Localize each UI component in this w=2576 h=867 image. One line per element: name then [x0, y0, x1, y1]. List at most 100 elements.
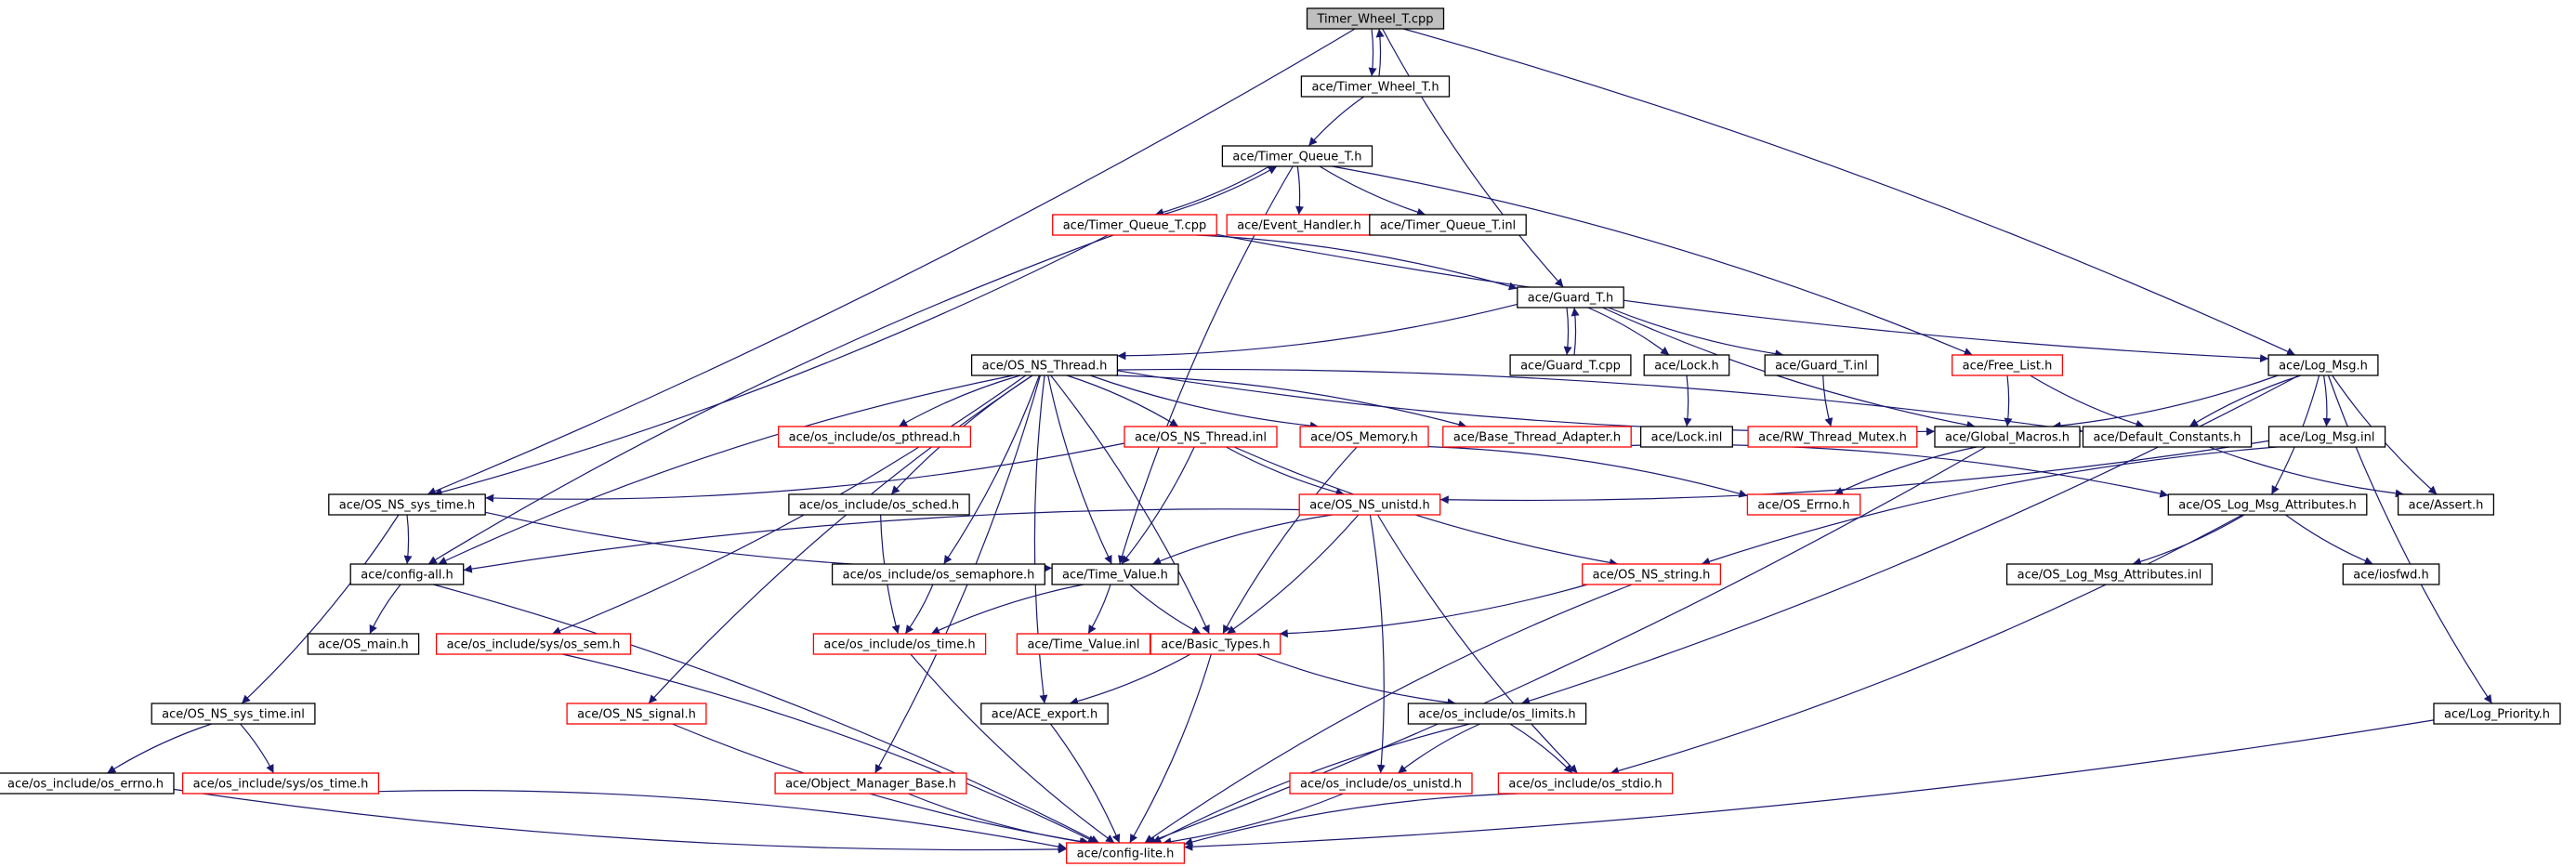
node-box — [1369, 214, 1527, 236]
edge-log_msg_h-to-global_macros_h — [2052, 374, 2279, 430]
node-basic-types-h[interactable]: ace/Basic_Types.h — [1150, 633, 1281, 655]
node-config-lite-h[interactable]: ace/config-lite.h — [1066, 842, 1186, 864]
node-os-sched-h[interactable]: ace/os_include/os_sched.h — [788, 493, 970, 516]
node-os-sys-time-h[interactable]: ace/os_include/sys/os_time.h — [181, 772, 380, 795]
node-box — [566, 703, 707, 725]
node-os-ns-string-h[interactable]: ace/OS_NS_string.h — [1582, 563, 1722, 585]
node-time-value-h[interactable]: ace/Time_Value.h — [1051, 563, 1179, 585]
node-label: ace/Log_Msg.h — [2279, 360, 2368, 374]
edge-os_ns_sys_time_inl-to-os_sys_time_h — [240, 723, 275, 774]
edge-os_sys_sem_h-to-config_lite_h — [561, 653, 1097, 844]
edge-os_memory_h-to-os_errno_h — [1427, 446, 1748, 498]
node-box — [435, 633, 632, 655]
edge-log_msg_h-to-log_priority_h — [2327, 374, 2493, 704]
node-log-msg-h[interactable]: ace/Log_Msg.h — [2267, 354, 2379, 376]
node-object-manager-base-h[interactable]: ace/Object_Manager_Base.h — [774, 772, 967, 795]
node-base-thread-adapter-h[interactable]: ace/Base_Thread_Adapter.h — [1442, 426, 1632, 448]
node-box — [0, 772, 175, 795]
node-os-semaphore-h[interactable]: ace/os_include/os_semaphore.h — [831, 563, 1045, 585]
node-os-ns-unistd-h[interactable]: ace/OS_NS_unistd.h — [1298, 493, 1441, 516]
edge-guard_h-to-guard_cpp — [1563, 307, 1572, 356]
edge-os_ns_thread_inl-to-time_value_h — [1121, 446, 1195, 565]
node-guard-cpp[interactable]: ace/Guard_T.cpp — [1509, 354, 1632, 376]
node-label: ace/OS_Log_Msg_Attributes.inl — [2017, 569, 2202, 583]
node-os-include-os-errno-h[interactable]: ace/os_include/os_errno.h — [0, 772, 175, 795]
node-os-main-h[interactable]: ace/OS_main.h — [307, 633, 420, 655]
node-os-log-msg-attributes-inl[interactable]: ace/OS_Log_Msg_Attributes.inl — [2005, 563, 2213, 585]
edge-os_log_msg_attributes_h-to-iosfwd_h — [2285, 514, 2373, 565]
node-rw-thread-mutex-h[interactable]: ace/RW_Thread_Mutex.h — [1747, 426, 1918, 448]
edge-timer_wheel_h-to-timer_wheel_cpp — [1375, 28, 1385, 77]
node-os-stdio-h[interactable]: ace/os_include/os_stdio.h — [1497, 772, 1674, 795]
node-config-all-h[interactable]: ace/config-all.h — [349, 563, 465, 585]
edge-os_ns_sys_time_h-to-time_value_h — [485, 511, 1053, 572]
edge-time_value_h-to-os_time_h — [930, 584, 1084, 635]
node-box — [1407, 703, 1587, 725]
node-os-errno-h[interactable]: ace/OS_Errno.h — [1746, 493, 1861, 516]
node-label: ace/Log_Msg.inl — [2279, 431, 2374, 445]
node-event-handler-h[interactable]: ace/Event_Handler.h — [1226, 214, 1373, 236]
node-global-macros-h[interactable]: ace/Global_Macros.h — [1934, 426, 2081, 448]
node-lock-h[interactable]: ace/Lock.h — [1643, 354, 1730, 376]
node-log-priority-h[interactable]: ace/Log_Priority.h — [2433, 703, 2561, 725]
node-guard-inl[interactable]: ace/Guard_T.inl — [1764, 354, 1879, 376]
node-box — [2082, 426, 2253, 448]
node-time-value-inl[interactable]: ace/Time_Value.inl — [1016, 633, 1151, 655]
edge-log_priority_h-to-config_lite_h — [1184, 719, 2435, 851]
node-iosfwd-h[interactable]: ace/iosfwd.h — [2342, 563, 2440, 585]
edge-timer_wheel_h-to-timer_queue_h — [1308, 96, 1365, 147]
node-os-ns-sys-time-inl[interactable]: ace/OS_NS_sys_time.inl — [151, 703, 316, 725]
node-timer-queue-inl[interactable]: ace/Timer_Queue_T.inl — [1369, 214, 1527, 236]
node-lock-inl[interactable]: ace/Lock.inl — [1639, 426, 1733, 448]
node-guard-h[interactable]: ace/Guard_T.h — [1517, 286, 1624, 309]
node-os-log-msg-attributes-h[interactable]: ace/OS_Log_Msg_Attributes.h — [2167, 493, 2368, 516]
node-box — [1517, 286, 1624, 309]
node-assert-h[interactable]: ace/Assert.h — [2397, 493, 2495, 516]
edge-object_manager_base_h-to-config_lite_h — [907, 793, 1088, 847]
node-label: ace/Global_Macros.h — [1945, 431, 2070, 445]
edge-time_value_h-to-time_value_inl — [1087, 584, 1111, 635]
node-label: ace/Object_Manager_Base.h — [785, 778, 956, 792]
edge-os_ns_thread_h-to-ace_export_h — [1033, 374, 1048, 704]
edge-timer_queue_cpp-to-log_msg_h — [1216, 233, 2269, 363]
node-timer-queue-h[interactable]: ace/Timer_Queue_T.h — [1221, 145, 1373, 167]
node-os-time-h[interactable]: ace/os_include/os_time.h — [812, 633, 987, 655]
node-os-ns-thread-inl[interactable]: ace/OS_NS_Thread.inl — [1124, 426, 1278, 448]
edge-os_ns_thread_h-to-os_ns_signal_h — [648, 374, 1033, 704]
edge-guard_h-to-guard_inl — [1608, 307, 1784, 359]
node-free-list-h[interactable]: ace/Free_List.h — [1952, 354, 2064, 376]
edge-os_ns_thread_h-to-os_sys_sem_h — [551, 374, 1027, 635]
node-os-limits-h[interactable]: ace/os_include/os_limits.h — [1407, 703, 1587, 725]
edge-timer_wheel_cpp-to-os_ns_sys_time_h — [427, 28, 1356, 495]
node-os-unistd-h[interactable]: ace/os_include/os_unistd.h — [1289, 772, 1473, 795]
node-os-ns-thread-h[interactable]: ace/OS_NS_Thread.h — [970, 354, 1119, 376]
node-box — [1150, 633, 1281, 655]
edge-os_ns_sys_time_h-to-config_all_h — [403, 514, 413, 565]
node-box — [2267, 354, 2379, 376]
node-os-sys-sem-h[interactable]: ace/os_include/sys/os_sem.h — [435, 633, 632, 655]
edge-os_ns_thread_h-to-config_all_h — [438, 374, 1014, 565]
node-box — [307, 633, 420, 655]
node-label: ace/OS_NS_sys_time.h — [339, 499, 475, 513]
edge-guard_h-to-lock_h — [1587, 307, 1670, 356]
node-timer-wheel-cpp[interactable]: Timer_Wheel_T.cpp — [1306, 7, 1445, 30]
node-log-msg-inl[interactable]: ace/Log_Msg.inl — [2267, 426, 2386, 448]
node-box — [980, 703, 1109, 725]
node-os-memory-h[interactable]: ace/OS_Memory.h — [1299, 426, 1429, 448]
node-box — [1299, 426, 1429, 448]
node-default-constants-h[interactable]: ace/Default_Constants.h — [2082, 426, 2253, 448]
node-box — [1221, 145, 1373, 167]
node-timer-queue-cpp[interactable]: ace/Timer_Queue_T.cpp — [1052, 214, 1217, 236]
node-os-pthread-h[interactable]: ace/os_include/os_pthread.h — [778, 426, 972, 448]
node-os-ns-sys-time-h[interactable]: ace/OS_NS_sys_time.h — [328, 493, 486, 516]
node-ace-export-h[interactable]: ace/ACE_export.h — [980, 703, 1109, 725]
node-timer-wheel-h[interactable]: ace/Timer_Wheel_T.h — [1300, 75, 1451, 98]
edge-free_list_h-to-global_macros_h — [2004, 374, 2013, 427]
node-os-ns-signal-h[interactable]: ace/OS_NS_signal.h — [566, 703, 707, 725]
edge-timer_queue_cpp-to-timer_queue_h — [1162, 165, 1278, 216]
node-box — [2433, 703, 2561, 725]
node-label: ace/os_include/os_semaphore.h — [843, 569, 1035, 583]
node-label: ace/os_include/os_time.h — [823, 638, 975, 652]
node-label: ace/Timer_Wheel_T.h — [1311, 81, 1439, 95]
